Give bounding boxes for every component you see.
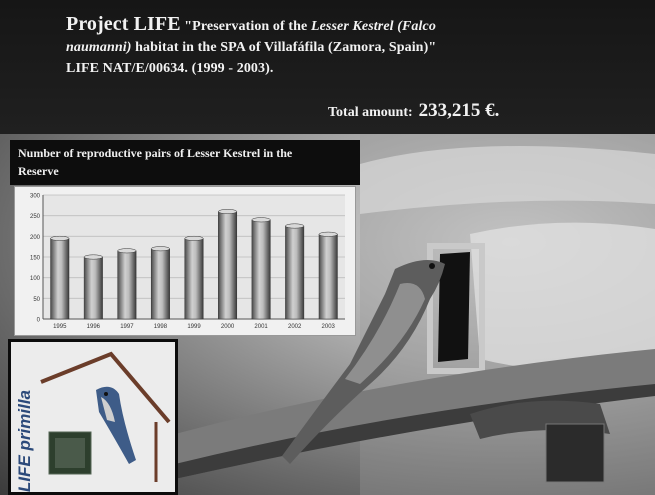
y-tick-label: 100 [30, 276, 41, 282]
bar-top-1998 [150, 246, 170, 252]
bar-top-1995 [50, 235, 70, 241]
photo-illustration [175, 134, 655, 495]
total-amount-line: Total amount: 233,215 €. [328, 100, 499, 122]
y-tick-label: 0 [37, 318, 41, 324]
title-text-2: habitat in the SPA of Villafáfila (Zamor… [135, 40, 437, 55]
title-prefix: Project LIFE [66, 13, 181, 35]
bar-1999 [184, 238, 204, 320]
bar-top-1996 [83, 254, 103, 260]
bar-1998 [150, 248, 170, 320]
x-tick-label: 2002 [288, 324, 302, 330]
title-block: Project LIFE "Preservation of the Lesser… [66, 14, 646, 79]
y-tick-label: 250 [30, 214, 41, 220]
kestrel-logo-icon [40, 351, 171, 482]
bar-top-2003 [318, 231, 338, 237]
title-line-2: naumanni) habitat in the SPA of Villafáf… [66, 37, 646, 58]
bar-1996 [83, 256, 103, 320]
total-label: Total amount: [328, 105, 413, 120]
title-line-1: Project LIFE "Preservation of the Lesser… [66, 14, 646, 37]
y-tick-label: 150 [30, 256, 41, 262]
title-text-1: "Preservation of the [184, 19, 308, 34]
bar-top-1999 [184, 235, 204, 241]
x-tick-label: 2003 [322, 324, 336, 330]
title-latin-b: naumanni) [66, 40, 132, 55]
x-tick-label: 2001 [254, 324, 268, 330]
chart-title-box: Number of reproductive pairs of Lesser K… [10, 140, 360, 185]
bar-2001 [251, 219, 271, 320]
bar-1995 [50, 238, 70, 320]
x-tick-label: 2000 [221, 324, 235, 330]
bar-top-2000 [218, 209, 238, 214]
bar-2002 [285, 225, 305, 320]
x-tick-label: 1999 [187, 324, 201, 330]
title-latin-a: (Falco [397, 19, 436, 34]
bar-1997 [117, 250, 137, 320]
x-tick-label: 1997 [120, 324, 134, 330]
project-code: LIFE NAT/E/00634. (1999 - 2003). [66, 61, 274, 76]
bar-top-2002 [285, 223, 305, 229]
bar-top-2001 [251, 217, 271, 223]
x-tick-label: 1996 [87, 324, 101, 330]
y-tick-label: 200 [30, 235, 41, 241]
bar-chart: 0 50 100 150 200 250 300 1995 1996 1997 1998 1999 20… [14, 186, 356, 336]
chart-title: Number of reproductive pairs of Lesser K… [18, 146, 293, 178]
life-primilla-logo: LIFE primilla [8, 339, 178, 495]
bar-top-1997 [117, 248, 137, 254]
total-amount: 233,215 €. [418, 100, 500, 121]
title-banner: Project LIFE "Preservation of the Lesser… [0, 0, 655, 134]
x-tick-label: 1998 [154, 324, 168, 330]
x-tick-label: 1995 [53, 324, 67, 330]
y-tick-label: 50 [33, 297, 40, 303]
y-tick-label: 300 [30, 194, 41, 200]
bar-2000 [218, 211, 238, 320]
logo-text: LIFE primilla [15, 389, 34, 492]
bar-chart-svg: 0 50 100 150 200 250 300 1995 1996 1997 1998 1999 20… [30, 194, 345, 330]
bar-2003 [318, 234, 338, 320]
title-species: Lesser Kestrel [310, 19, 394, 34]
